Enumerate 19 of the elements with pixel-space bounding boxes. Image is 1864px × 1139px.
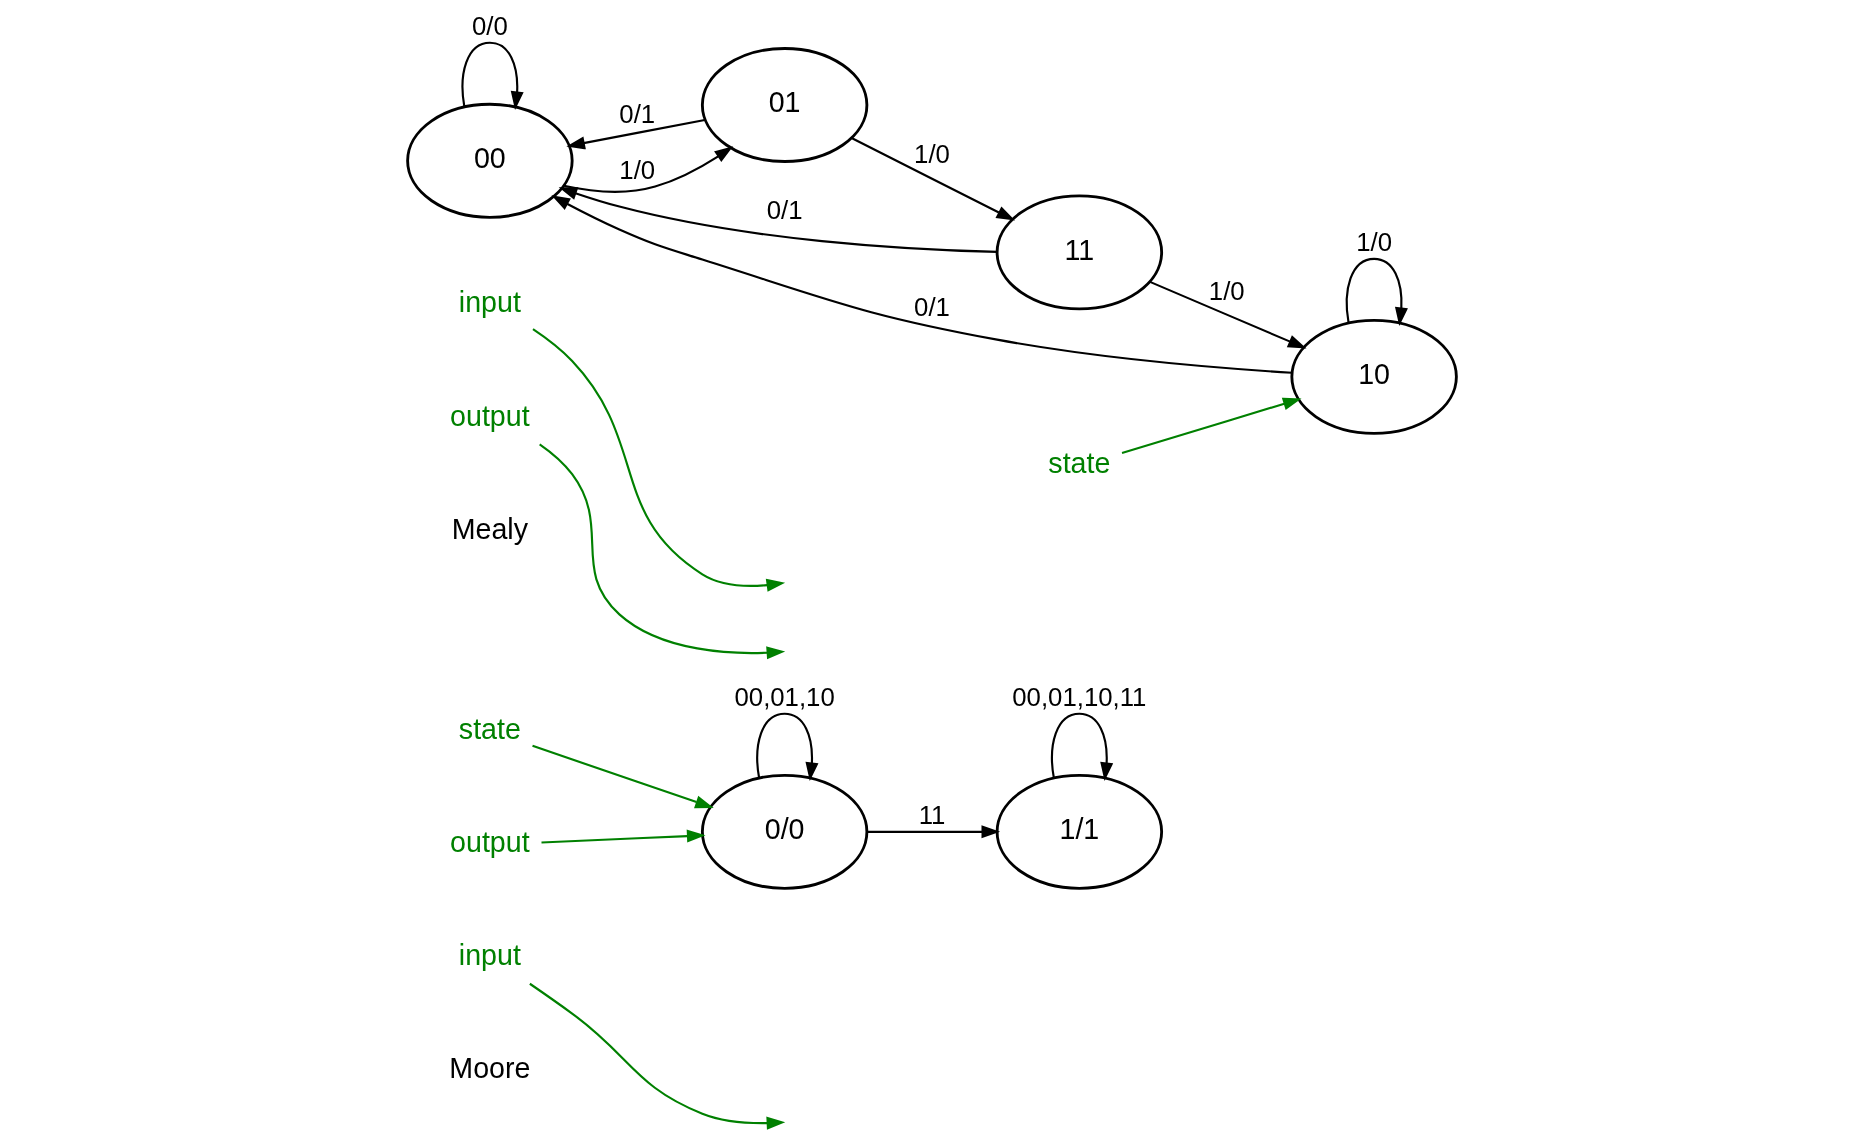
edge-label: 0/1 [766, 195, 803, 224]
label: Moore [449, 1051, 531, 1084]
edge-label: 11 [918, 800, 946, 829]
edge-label: 0/1 [619, 99, 656, 128]
edge-label: 00,01,10 [734, 682, 835, 711]
edge-label: 0/1 [914, 292, 950, 321]
node-text: output [450, 399, 530, 432]
node-text: input [458, 938, 521, 971]
edge-label: 1/0 [1356, 227, 1393, 256]
node-text: state [1048, 446, 1111, 479]
node-text: input [458, 286, 521, 319]
node-text: state [458, 712, 521, 745]
label: Mealy [451, 512, 529, 545]
node-text: output [450, 825, 530, 858]
edge-label: 1/0 [1208, 277, 1245, 306]
edge-label: 1/0 [619, 155, 656, 184]
edge-label: 00,01,10,11 [1012, 682, 1147, 711]
edge-label: 1/0 [914, 139, 950, 168]
edge-label: 0/0 [471, 11, 508, 40]
